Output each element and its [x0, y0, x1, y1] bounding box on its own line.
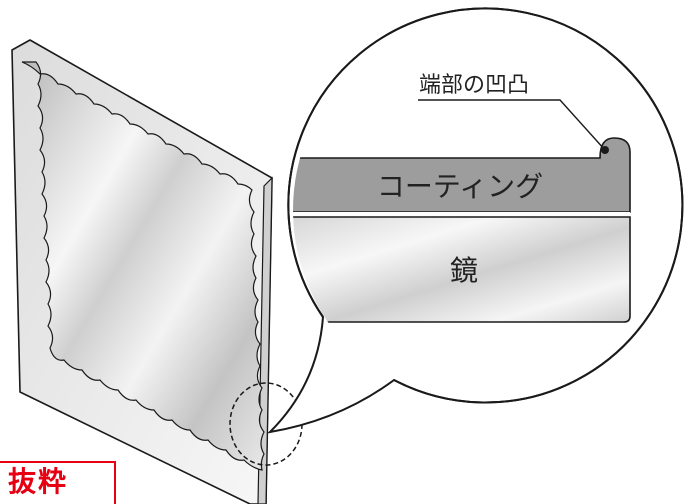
callout-bubble-outline [287, 7, 684, 404]
edge-unevenness-label: 端部の凹凸 [419, 73, 529, 98]
mirror-panel [11, 39, 273, 504]
coating-label: コーティング [377, 170, 543, 203]
mirror-label: 鏡 [450, 254, 478, 287]
detail-callout: 端部の凹凸 コーティング 鏡 [229, 7, 684, 466]
cross-section [293, 137, 631, 323]
mirror-layer [293, 216, 631, 323]
excerpt-stamp-text: 抜粋 [8, 465, 69, 498]
mirror-surface [21, 61, 265, 471]
leader-line [418, 99, 606, 151]
leader-dot [601, 146, 609, 154]
coating-separator [293, 212, 630, 217]
mirror-edge-thickness [257, 176, 273, 504]
excerpt-stamp: 抜粋 [0, 461, 116, 504]
coating-layer [293, 137, 631, 213]
